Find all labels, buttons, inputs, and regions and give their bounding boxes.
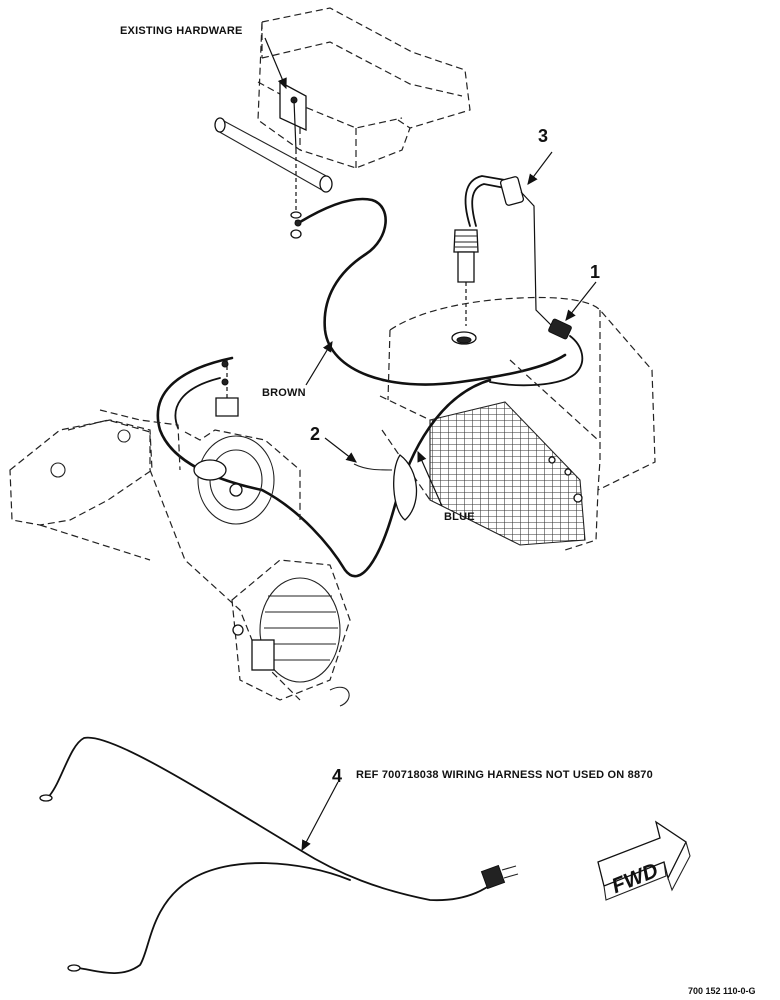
existing-hardware-label: EXISTING HARDWARE — [120, 25, 243, 37]
tie-strap-2 — [353, 454, 418, 521]
blue-wire-label: BLUE — [444, 511, 475, 523]
connector-1 — [489, 318, 584, 387]
callout-3: 3 — [538, 126, 548, 146]
callout-4: 4 — [332, 766, 342, 786]
brown-wire — [294, 197, 567, 386]
callout-1: 1 — [590, 262, 600, 282]
brown-wire-label: BROWN — [262, 387, 306, 399]
fwd-arrow-icon — [597, 820, 691, 901]
leader-lines — [264, 37, 597, 852]
sender-assembly — [451, 175, 553, 345]
callout-2: 2 — [310, 424, 320, 444]
engine-block-phantom — [9, 360, 351, 707]
wiring-harness-4 — [39, 736, 519, 974]
harness-note-label: REF 700718038 WIRING HARNESS NOT USED ON… — [356, 769, 653, 781]
radiator-panel-phantom — [379, 296, 656, 551]
frame-member-phantom — [214, 7, 471, 193]
existing-hardware-parts — [290, 150, 302, 239]
drawing-number: 700 152 110-0-G — [688, 986, 756, 996]
